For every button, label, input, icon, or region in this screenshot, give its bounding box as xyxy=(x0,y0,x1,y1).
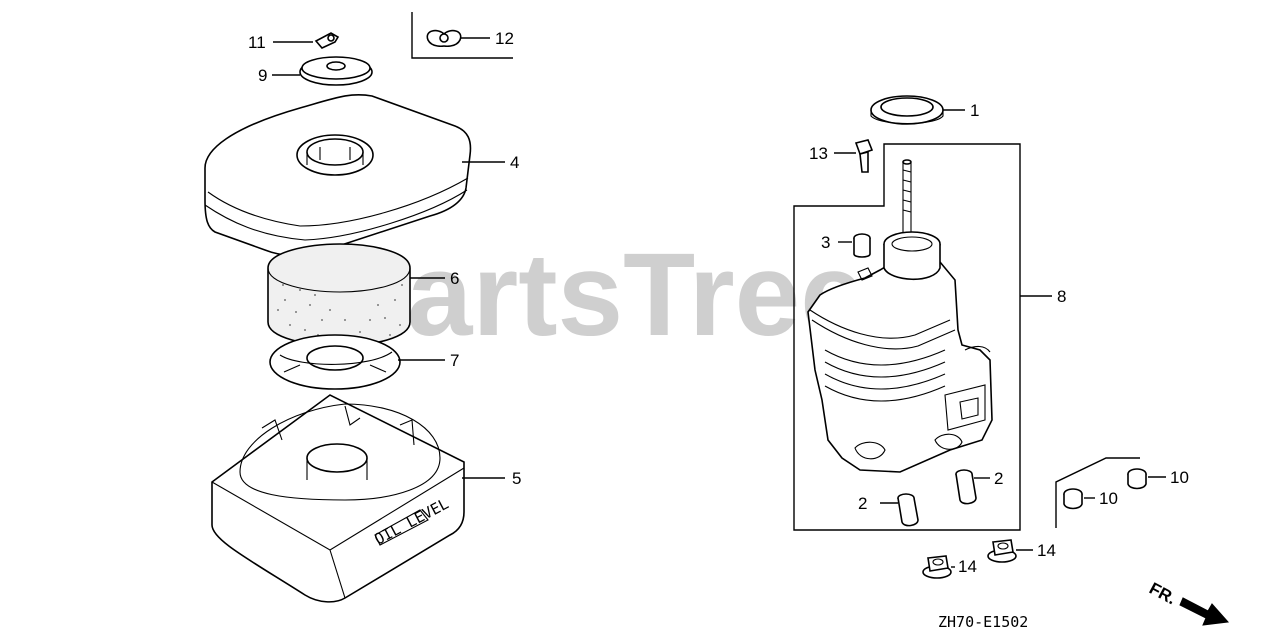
part-14-flange-nut-b[interactable] xyxy=(987,539,1017,563)
part-4-air-cleaner-cover[interactable] xyxy=(204,93,472,257)
direction-arrow-icon xyxy=(1179,597,1230,626)
callout-2b: 2 xyxy=(858,494,867,513)
callout-12: 12 xyxy=(495,29,514,48)
part-2-pin-b[interactable] xyxy=(897,493,919,527)
callout-5: 5 xyxy=(512,469,521,488)
part-13-bolt[interactable] xyxy=(854,139,874,173)
part-11-clip[interactable] xyxy=(314,32,340,49)
part-10-nut-b[interactable] xyxy=(1063,488,1083,510)
part-10-nut-a[interactable] xyxy=(1127,468,1147,490)
part-2-pin-a[interactable] xyxy=(955,469,977,505)
callout-14b: 14 xyxy=(1037,541,1056,560)
callout-11: 11 xyxy=(248,33,266,52)
front-direction-indicator: FR. xyxy=(1146,579,1230,626)
callout-14a: 14 xyxy=(958,557,977,576)
part-5-air-cleaner-case[interactable]: OIL LEVEL xyxy=(211,394,465,603)
callout-6: 6 xyxy=(450,269,459,288)
part-6-foam-element[interactable] xyxy=(267,243,411,347)
diagram-code: ZH70-E1502 xyxy=(938,613,1028,631)
watermark: PartsTree xyxy=(328,229,866,361)
part-10-bracket xyxy=(1055,457,1140,528)
callout-3: 3 xyxy=(821,233,830,252)
part-12-bracket xyxy=(411,12,513,59)
part-9-cap[interactable] xyxy=(299,56,373,86)
callout-13: 13 xyxy=(809,144,828,163)
callout-7: 7 xyxy=(450,351,459,370)
callout-10a: 10 xyxy=(1170,468,1189,487)
direction-label: FR. xyxy=(1146,579,1179,609)
callout-9: 9 xyxy=(258,66,267,85)
part-12-wing-nut[interactable] xyxy=(426,29,462,48)
part-3-sleeve[interactable] xyxy=(853,233,871,258)
part-1-seal-ring[interactable] xyxy=(870,95,944,125)
callout-1: 1 xyxy=(970,101,979,120)
callout-2a: 2 xyxy=(994,469,1003,488)
callout-8: 8 xyxy=(1057,287,1066,306)
part-8-bracket xyxy=(793,143,1021,531)
part-8-elbow-housing[interactable] xyxy=(807,159,993,473)
part-7-grommet[interactable] xyxy=(269,334,401,390)
callout-4: 4 xyxy=(510,153,519,172)
part-14-flange-nut-a[interactable] xyxy=(922,555,952,579)
callout-10b: 10 xyxy=(1099,489,1118,508)
